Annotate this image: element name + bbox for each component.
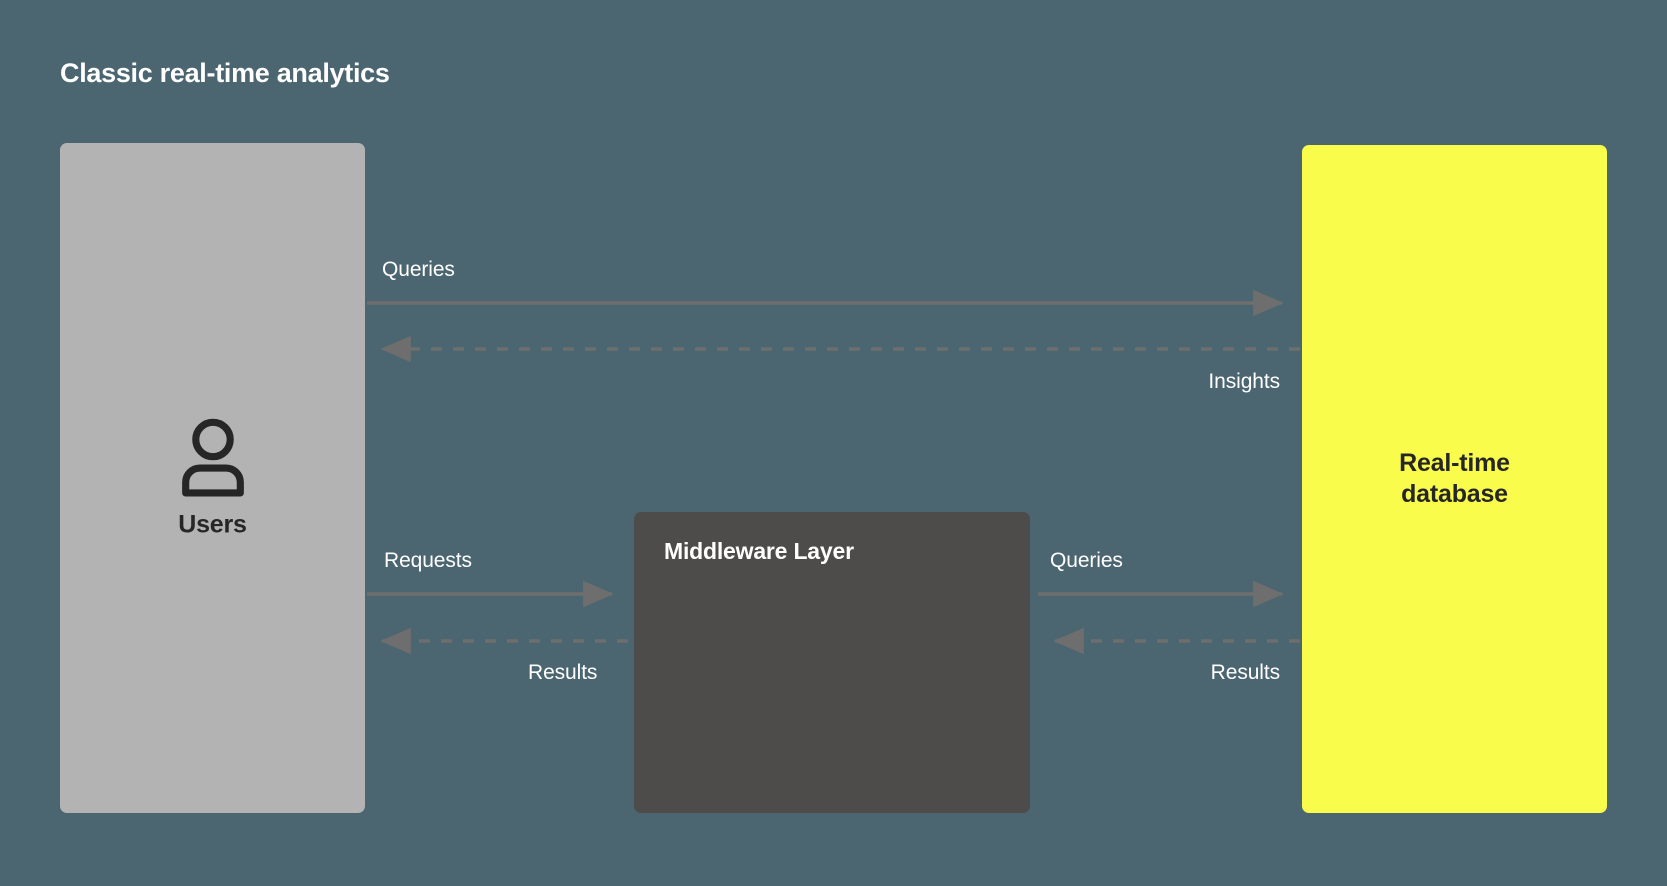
node-database[interactable]: Real-time database: [1302, 145, 1607, 813]
edge-label-results-left: Results: [528, 661, 598, 684]
node-label-users: Users: [178, 510, 247, 539]
edge-label-insights: Insights: [1208, 370, 1280, 393]
node-label-database-line2: database: [1401, 480, 1508, 508]
edge-label-requests: Requests: [384, 549, 472, 572]
edge-label-results-right: Results: [1210, 661, 1280, 684]
node-middleware[interactable]: Middleware Layer: [634, 512, 1030, 813]
users-content: Users: [60, 417, 365, 540]
edge-label-queries-bottom: Queries: [1050, 549, 1123, 572]
edge-label-queries-top: Queries: [382, 258, 455, 281]
node-users[interactable]: Users: [60, 143, 365, 813]
person-icon: [181, 418, 244, 497]
node-label-database: Real-time database: [1302, 448, 1607, 511]
node-label-middleware: Middleware Layer: [664, 538, 854, 564]
page-title: Classic real-time analytics: [60, 58, 390, 88]
node-label-database-line1: Real-time: [1399, 448, 1510, 477]
